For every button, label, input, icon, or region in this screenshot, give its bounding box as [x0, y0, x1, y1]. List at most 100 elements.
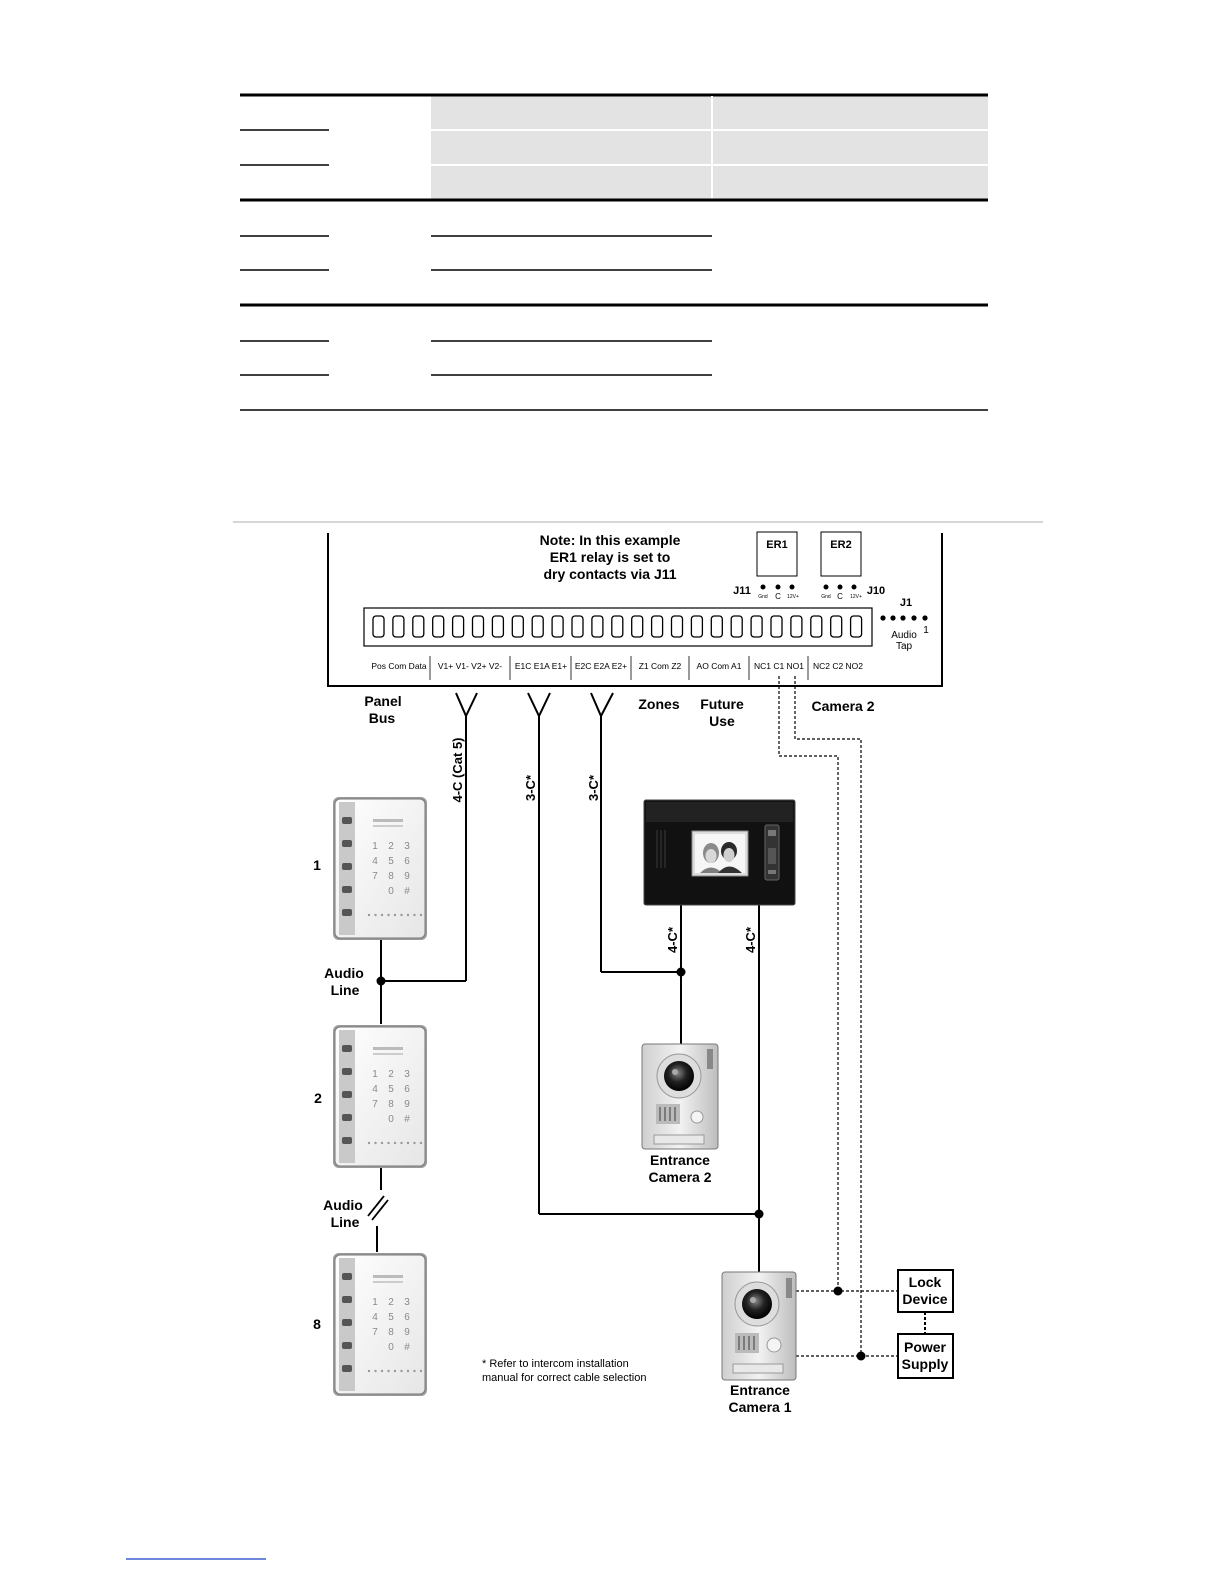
future-use-label-1: Future: [700, 696, 744, 712]
keypad-key: 6: [404, 1084, 410, 1095]
relay-wires: [778, 676, 897, 1357]
lock-device-label-2: Device: [902, 1291, 947, 1307]
audio-line-label-1a: Audio: [324, 965, 364, 981]
keypad-key: 7: [372, 871, 378, 882]
j10-pin-12v: 12V+: [850, 594, 862, 600]
keypad-key: 2: [388, 841, 394, 852]
terminal-slot: [770, 615, 783, 638]
keypad-key: 7: [372, 1099, 378, 1110]
terminal-slot: [471, 615, 485, 638]
terminal-slot: [392, 615, 405, 638]
footnote-line-1: * Refer to intercom installation: [482, 1358, 629, 1370]
note-line-1: Note: In this example: [540, 532, 681, 548]
keypad-key: 9: [404, 1099, 410, 1110]
power-supply-box: Power Supply: [897, 1333, 954, 1379]
keypad-key: 6: [404, 1312, 410, 1323]
terminal-slot: [551, 615, 564, 638]
terminal-slot: [571, 615, 584, 638]
cable-label-3c-cam2: 3-C*: [586, 774, 601, 801]
keypad-key: 5: [388, 1084, 394, 1095]
keypad-key: 8: [388, 1327, 394, 1338]
j10-pin-gnd: Gnd: [821, 594, 831, 600]
terminal-slot: [650, 615, 664, 638]
terminal-slot: [810, 615, 823, 638]
terminal-slot: [511, 615, 524, 638]
cable-label-3c-cam1: 3-C*: [523, 774, 538, 801]
keypad-key: 8: [388, 871, 394, 882]
keypad-key: 2: [388, 1069, 394, 1080]
keypad-number-2: 2: [314, 1090, 322, 1106]
j10-label: J10: [867, 585, 885, 597]
keypad-key: 7: [372, 1327, 378, 1338]
terminal-slot: [611, 615, 624, 638]
audio-tap-pin1: 1: [923, 625, 929, 636]
terminal-slot: [451, 615, 465, 638]
spec-table: [240, 93, 988, 411]
keypad-number-8: 8: [313, 1316, 321, 1332]
entrance-camera2-label-1: Entrance: [650, 1152, 710, 1168]
keypad-key: 4: [372, 856, 378, 867]
terminal-group-3: E2C E2A E2+: [575, 661, 627, 671]
keypad-key: 3: [404, 1297, 410, 1308]
keypad-key: 5: [388, 856, 394, 867]
terminal-slot: [412, 615, 425, 638]
cable-label-4c-right: 4-C*: [743, 926, 758, 953]
audio-tap-pins: [880, 615, 928, 621]
er2-label: ER2: [830, 539, 851, 551]
note-line-2: ER1 relay is set to: [550, 549, 671, 565]
terminal-group-4: Z1 Com Z2: [639, 661, 682, 671]
terminal-group-6: NC1 C1 NO1: [754, 661, 804, 671]
panel-bus-label-2: Bus: [369, 710, 396, 726]
camera2-relay-label: Camera 2: [811, 698, 874, 714]
terminal-slots: [372, 615, 863, 638]
monitor-picture: [700, 842, 742, 873]
terminal-slot: [750, 615, 763, 638]
terminal-slot: [372, 615, 385, 638]
keypad-key: #: [404, 1114, 410, 1125]
keypad-key: 3: [404, 841, 410, 852]
j10-pin-c: C: [837, 592, 843, 601]
terminal-labels: Pos Com Data V1+ V1- V2+ V2- E1C E1A E1+…: [371, 661, 863, 671]
cable-label-4c-cat5: 4-C (Cat 5): [450, 737, 465, 802]
audio-line-label-2a: Audio: [323, 1197, 363, 1213]
entrance-camera1-label-1: Entrance: [730, 1382, 790, 1398]
keypad-key: 3: [404, 1069, 410, 1080]
lock-device-box: Lock Device: [897, 1269, 954, 1313]
footnote-line-2: manual for correct cable selection: [482, 1372, 646, 1384]
j11-label: J11: [733, 585, 751, 597]
terminal-slot: [690, 615, 704, 638]
j1-label: J1: [900, 597, 912, 609]
keypad-key: 9: [404, 871, 410, 882]
terminal-slot: [432, 615, 445, 638]
keypad-key: 1: [372, 841, 378, 852]
terminal-group-7: NC2 C2 NO2: [813, 661, 863, 671]
keypad-key: #: [404, 886, 410, 897]
bus-fork: [455, 692, 478, 719]
keypad-key: 1: [372, 1297, 378, 1308]
terminal-group-0: Pos Com Data: [371, 661, 427, 671]
entrance-camera1-label-2: Camera 1: [728, 1399, 791, 1415]
audio-line-label-1b: Line: [331, 982, 360, 998]
audio-tap-label-1: Audio: [891, 630, 917, 641]
entrance-camera-2: [641, 1043, 719, 1150]
keypad-key: 5: [388, 1312, 394, 1323]
entrance-camera-1: [721, 1271, 797, 1381]
audio-line-label-2b: Line: [331, 1214, 360, 1230]
keypad-key: #: [404, 1342, 410, 1353]
table-shaded-header: [431, 96, 988, 200]
keypad-key: 0: [388, 1342, 394, 1353]
er1-relay: [756, 531, 798, 577]
terminal-slot: [531, 615, 544, 638]
power-supply-label-2: Supply: [902, 1356, 949, 1372]
keypad-key: 2: [388, 1297, 394, 1308]
keypad-key: 6: [404, 856, 410, 867]
cable-label-4c-left: 4-C*: [665, 926, 680, 953]
terminal-slot: [849, 615, 863, 638]
control-board: Note: In this example ER1 relay is set t…: [327, 531, 943, 687]
keypad-key: 0: [388, 1114, 394, 1125]
terminal-slot: [631, 615, 644, 638]
